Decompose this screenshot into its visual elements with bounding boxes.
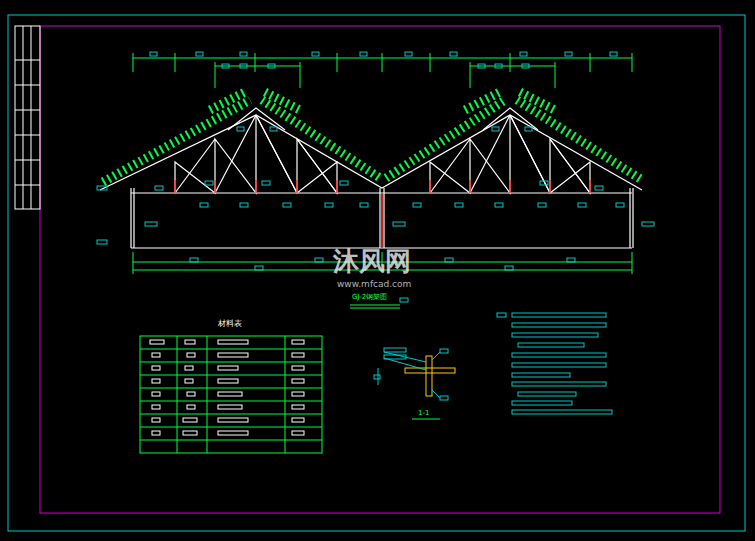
dimension-lines bbox=[133, 53, 632, 274]
watermark-url: www.mfcad.com bbox=[337, 280, 411, 289]
red-posts bbox=[175, 180, 590, 248]
section-label: 1-1 bbox=[418, 410, 429, 417]
section-detail bbox=[374, 348, 455, 419]
notes-text-bars bbox=[497, 313, 612, 414]
outer-border bbox=[8, 15, 745, 531]
tag-boxes bbox=[97, 52, 654, 270]
watermark: 沐风网 bbox=[333, 248, 411, 274]
table-cells bbox=[150, 340, 304, 435]
title-block bbox=[15, 26, 40, 209]
truss-frame bbox=[100, 108, 642, 248]
table-title: 材料表 bbox=[218, 320, 242, 328]
material-table bbox=[140, 336, 322, 453]
inner-border bbox=[40, 26, 720, 513]
drawing-title: GJ-2钢架图 bbox=[352, 294, 387, 301]
